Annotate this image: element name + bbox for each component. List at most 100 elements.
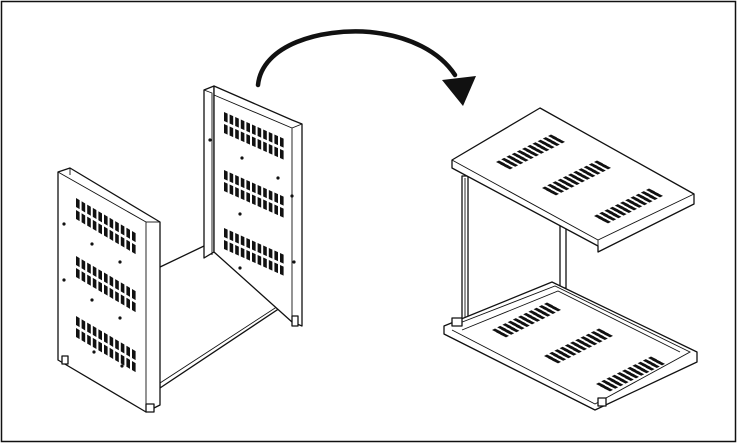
vent-slot [132, 361, 136, 373]
vent-slot [235, 245, 239, 256]
vent-slot [229, 230, 234, 242]
vent-slot [120, 342, 125, 354]
vent-slot [607, 216, 617, 221]
vent-slot [614, 381, 624, 387]
vent-slot [126, 285, 130, 297]
vent-slot [126, 357, 130, 369]
vent-slots-right-top [496, 134, 663, 224]
vent-slot [604, 332, 613, 338]
vent-slot [104, 272, 108, 284]
vent-slot [109, 335, 114, 347]
vent-slot [638, 200, 648, 206]
vent-slot [252, 124, 256, 136]
vent-slot [274, 250, 278, 262]
vent-slot [120, 224, 125, 236]
vent-slot [257, 243, 262, 254]
curved-arrow-icon [255, 29, 476, 106]
vent-slot [609, 384, 619, 389]
vent-slot [132, 231, 136, 243]
vent-slot [263, 199, 267, 211]
vent-slot [552, 306, 561, 312]
vent-slot [87, 334, 91, 346]
vent-slot [76, 256, 80, 268]
vent-slot [526, 319, 535, 325]
vent-slot [240, 189, 245, 201]
vent-slot [628, 205, 637, 211]
vent-slot [274, 262, 278, 274]
vent-slot [280, 137, 284, 148]
vent-slot [120, 282, 125, 294]
vent-slot [257, 127, 262, 138]
vent-slot [519, 157, 529, 162]
vent-slot [240, 247, 245, 259]
vent-slot [643, 198, 653, 203]
vent-slot [98, 223, 102, 235]
vent-slot [115, 291, 119, 303]
vent-slot [280, 195, 284, 206]
vent-slot [252, 194, 256, 206]
vent-slot [81, 319, 86, 331]
vent-slot [630, 373, 639, 379]
vent-slot [541, 312, 551, 317]
vent-slot [246, 180, 250, 191]
vent-slot [509, 162, 519, 167]
vent-slot [92, 207, 97, 220]
screw-hole [240, 156, 244, 160]
vent-slot [109, 275, 114, 287]
vent-slot [596, 167, 606, 172]
vent-slot [604, 386, 613, 392]
vent-slot [109, 287, 114, 299]
vent-slot [263, 245, 267, 257]
vent-slot [530, 151, 539, 157]
vent-slot [556, 138, 565, 144]
vent-slot [557, 356, 567, 361]
vent-slot [633, 203, 643, 208]
vent-slot [268, 132, 273, 143]
vent-slot [581, 175, 591, 180]
screw-hole [238, 266, 242, 270]
vent-slot [280, 149, 284, 160]
vent-slot [536, 314, 546, 320]
vent-slot [560, 185, 570, 191]
screw-hole [118, 260, 122, 264]
vent-slot [120, 354, 125, 366]
vent-slot [246, 134, 250, 145]
vent-slot [229, 242, 234, 254]
screw-hole [118, 316, 122, 320]
vent-slot [274, 134, 278, 146]
vent-slot [650, 363, 660, 368]
vent-slot [252, 136, 256, 148]
vent-slot [235, 129, 239, 140]
vent-slot [120, 294, 125, 306]
vent-slot [126, 297, 130, 309]
vent-slot [500, 332, 509, 338]
vent-slot [81, 271, 86, 283]
vent-slot [98, 211, 102, 223]
vent-slot [224, 124, 228, 135]
vent-slot [593, 338, 603, 343]
right-cabinet [443, 107, 698, 411]
vent-slot [115, 233, 119, 245]
vent-slot [565, 183, 575, 188]
vent-slot [572, 348, 582, 353]
vent-slot [656, 360, 665, 366]
vent-slot [246, 250, 250, 261]
vent-slot [92, 265, 97, 278]
vent-slot [87, 322, 91, 334]
vent-slot [268, 190, 273, 201]
vent-slot [602, 218, 611, 224]
vent-slot [132, 349, 136, 361]
vent-slot [76, 210, 80, 222]
vent-slot [570, 180, 580, 185]
vent-slot [578, 345, 587, 351]
vent-slot [263, 257, 267, 269]
vent-slot [132, 301, 136, 313]
vent-slot [92, 219, 97, 232]
vent-slot [622, 208, 632, 213]
vent-slot [87, 204, 91, 216]
vent-slot [583, 343, 593, 348]
vent-slot [648, 195, 658, 200]
vent-slot [235, 187, 239, 198]
vent-slot [257, 197, 262, 208]
vent-slot [552, 358, 561, 364]
